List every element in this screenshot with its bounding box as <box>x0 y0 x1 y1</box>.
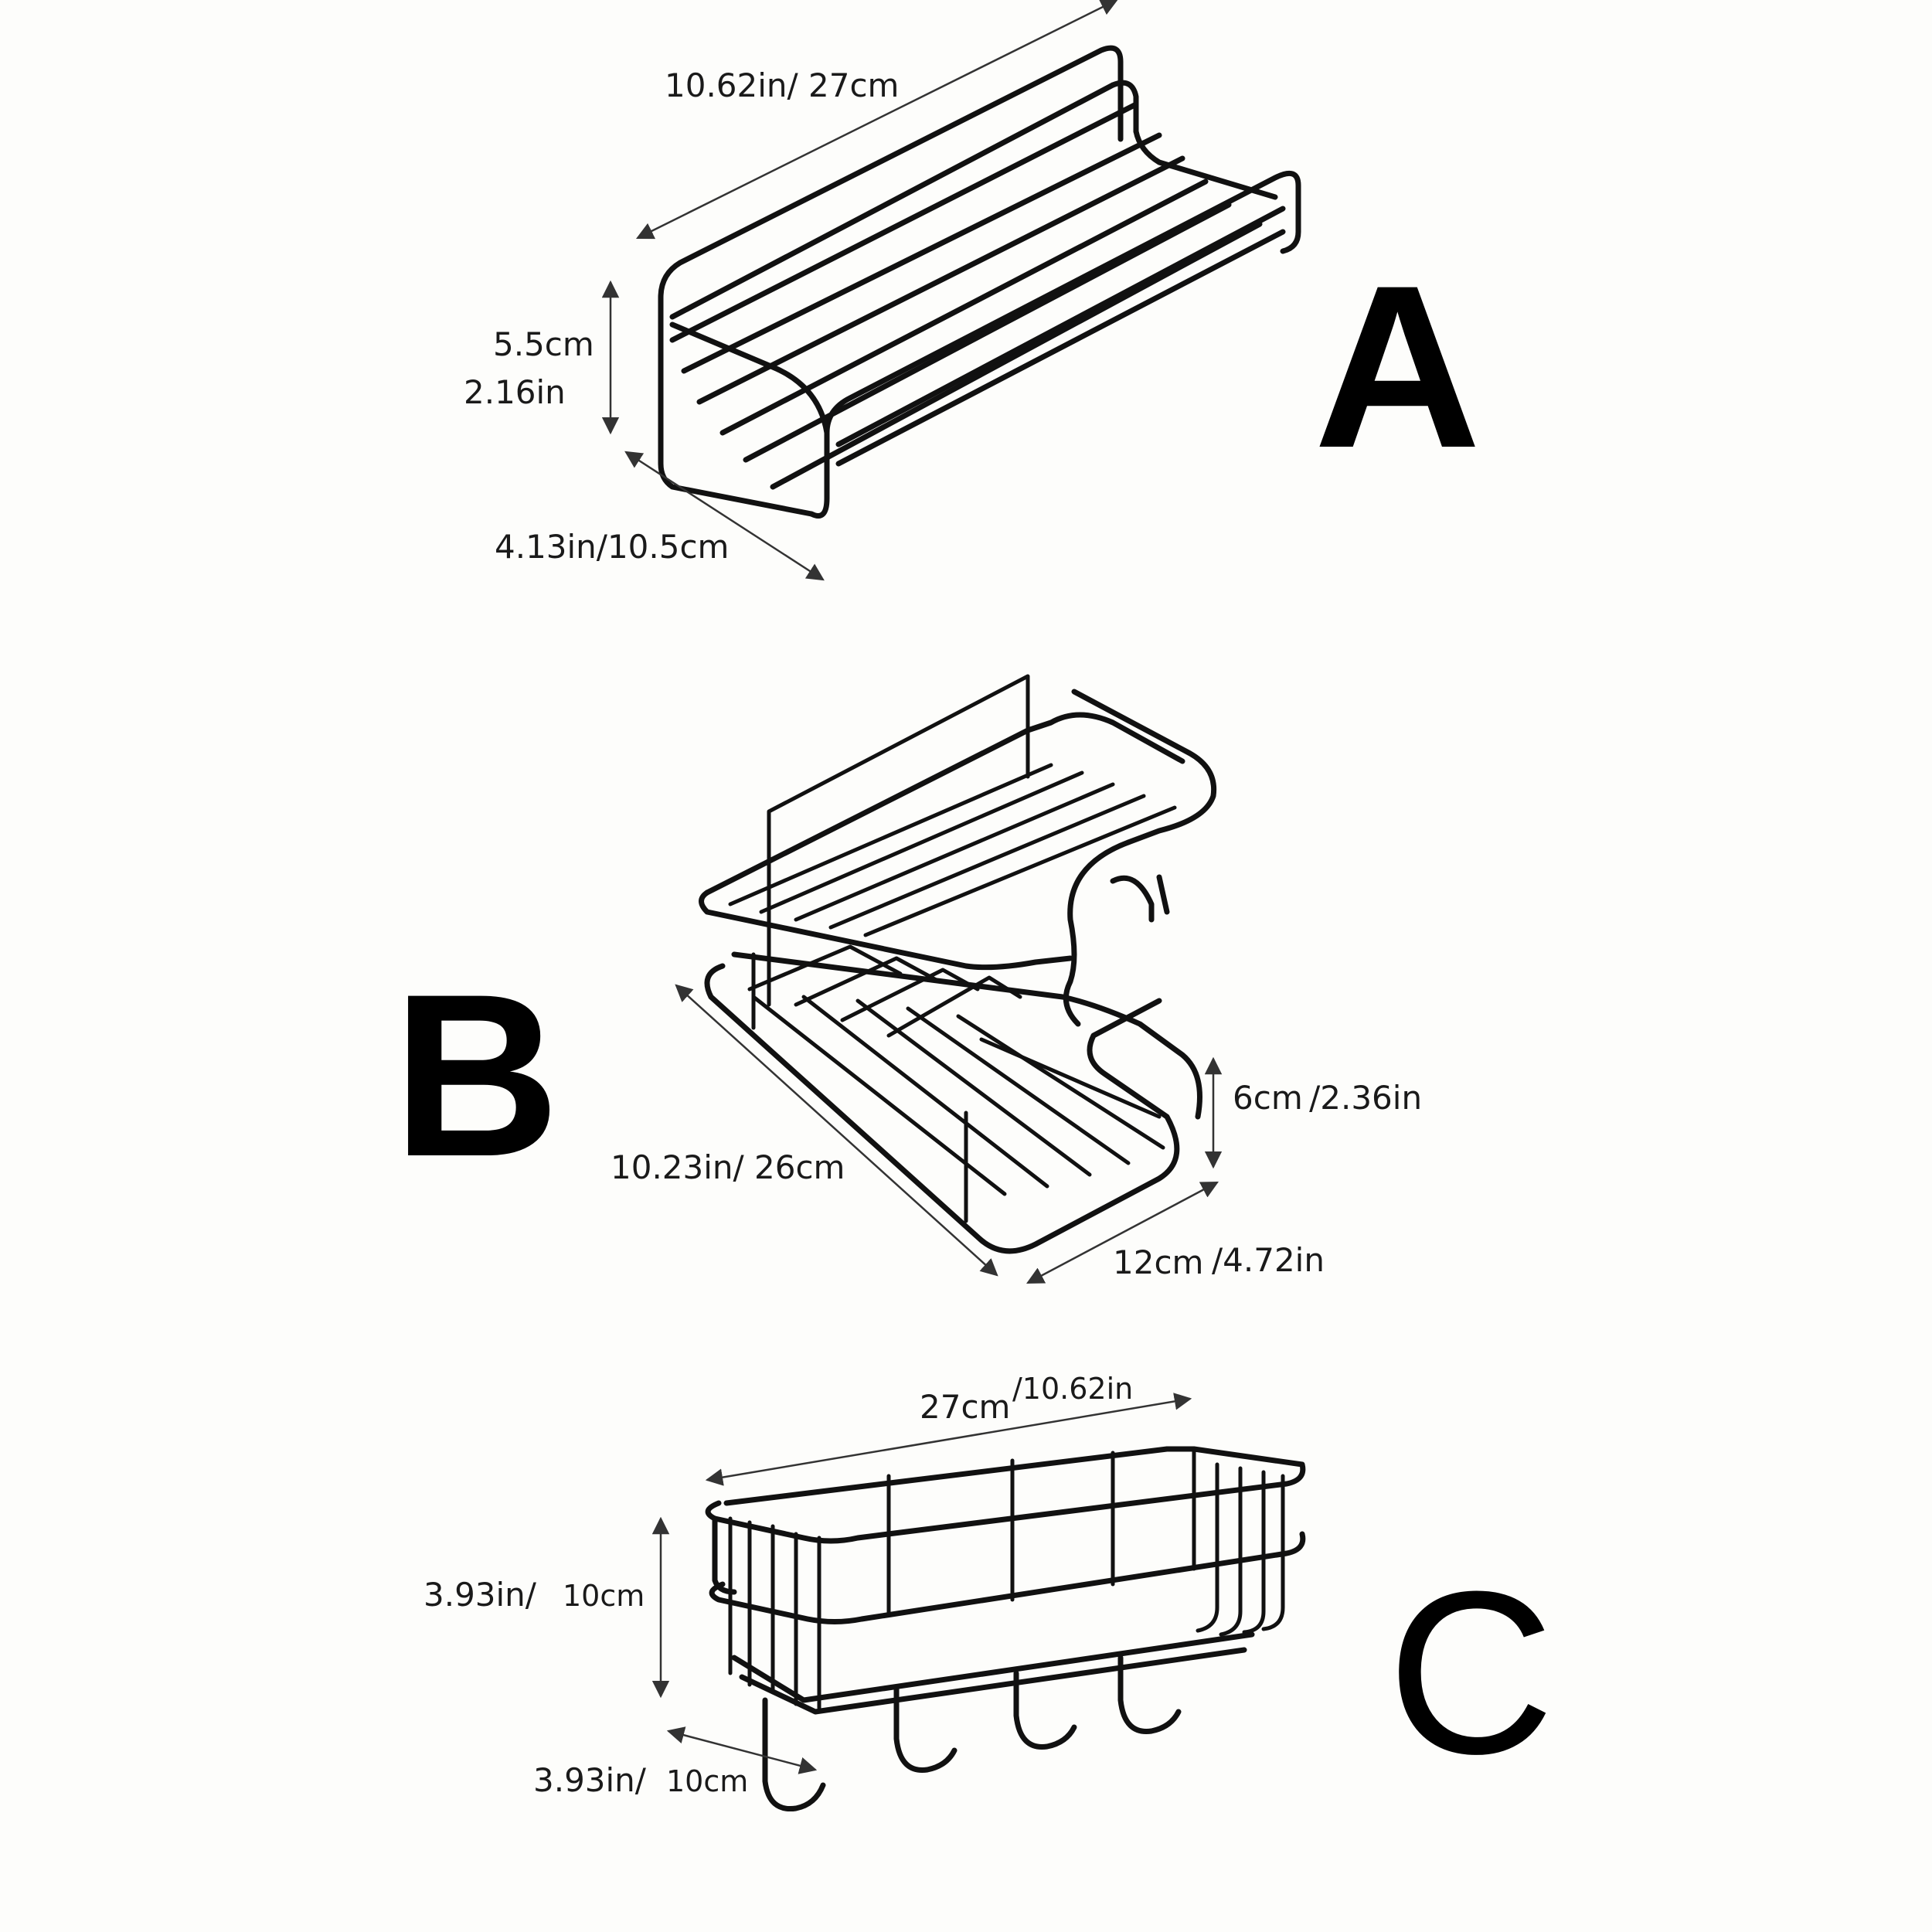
shelf-a-length-arrow <box>635 0 1119 240</box>
shelf-b-depth-cm-label: 12cm <box>1113 1243 1203 1281</box>
shelf-c-depth-arrow <box>666 1726 818 1774</box>
shelf-b-letter: B <box>393 945 560 1205</box>
shelf-a: 10.62in/ 27cm 5.5cm 2.16in 4.13in/10.5cm… <box>464 0 1481 581</box>
shelf-c-height-in-label: 3.93in/ <box>423 1576 537 1614</box>
shelf-c-depth-in-label: 3.93in/ <box>533 1761 647 1799</box>
shelf-b: 10.23in/ 26cm 6cm /2.36in 12cm /4.72in B <box>393 674 1422 1284</box>
shelf-a-height-in-label: 2.16in <box>464 373 566 411</box>
shelf-c-drawing <box>705 1446 1306 1812</box>
shelf-a-depth-arrow <box>624 451 825 581</box>
shelf-c: 27cm /10.62in 3.93in/ 10cm 3.93in/ 10cm … <box>423 1372 1555 1812</box>
shelf-a-length-label: 10.62in/ 27cm <box>665 66 899 104</box>
shelf-b-depth-in-label: /4.72in <box>1212 1241 1325 1279</box>
shelf-a-drawing <box>658 45 1301 519</box>
shelf-b-height-label: 6cm /2.36in <box>1233 1079 1422 1117</box>
shelf-a-letter: A <box>1314 236 1481 496</box>
shelf-a-height-cm-label: 5.5cm <box>493 325 594 363</box>
shelf-c-depth-cm-label: 10cm <box>666 1764 748 1798</box>
shelf-a-depth-label: 4.13in/10.5cm <box>495 528 729 566</box>
shelf-c-length-in-label: /10.62in <box>1012 1372 1133 1406</box>
shelf-c-length-arrow <box>705 1393 1192 1486</box>
shelf-b-depth-arrow <box>1026 1181 1219 1284</box>
shelf-c-height-cm-label: 10cm <box>563 1579 645 1613</box>
shelf-c-length-cm-label: 27cm <box>920 1388 1010 1426</box>
shelf-b-length-arrow <box>675 984 998 1277</box>
shelf-b-length-label: 10.23in/ 26cm <box>611 1148 845 1186</box>
shelf-c-letter: C <box>1387 1543 1555 1802</box>
